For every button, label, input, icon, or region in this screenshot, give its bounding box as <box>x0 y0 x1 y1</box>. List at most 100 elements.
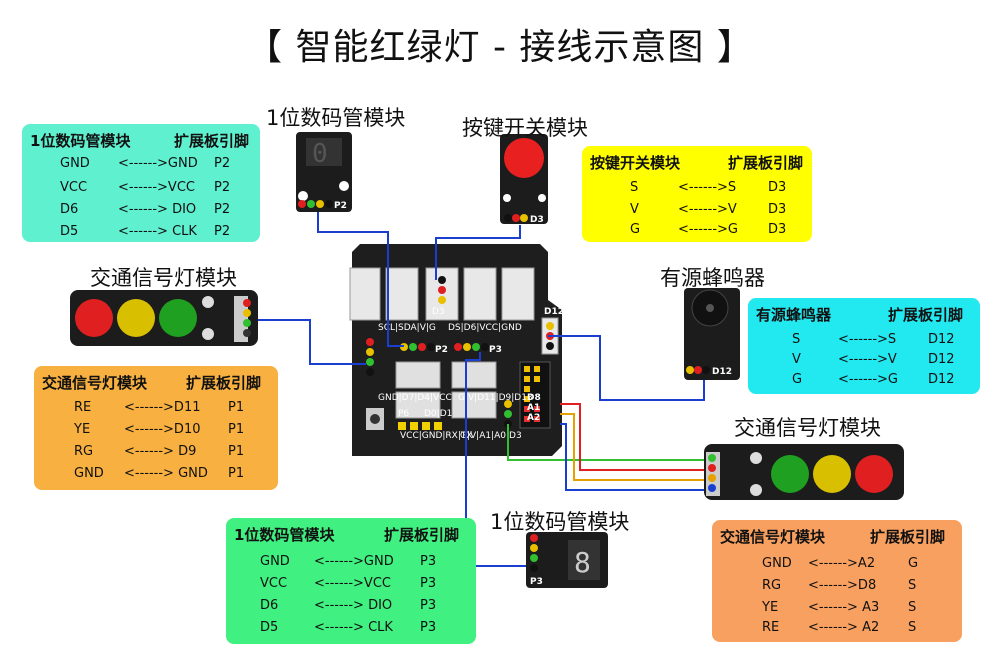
cell: P3 <box>420 598 437 613</box>
cell: GND <box>260 554 290 569</box>
cell: <------>V <box>678 202 737 217</box>
cell: P3 <box>420 554 437 569</box>
cell: <------> A2 <box>808 620 880 635</box>
cell: P1 <box>228 444 245 459</box>
cell: D6 <box>60 202 79 217</box>
cell: D12 <box>928 332 955 347</box>
cell: S <box>792 332 801 347</box>
svg-text:GND|D7|D4|VCC: GND|D7|D4|VCC <box>378 393 452 403</box>
traffic-light-left <box>70 290 258 346</box>
cell: D12 <box>928 352 955 367</box>
cell: S <box>630 180 639 195</box>
svg-text:SCL|SDA|V|G: SCL|SDA|V|G <box>378 323 436 333</box>
label-light-right: 交通信号灯模块 <box>734 416 881 440</box>
svg-text:P3: P3 <box>530 577 543 587</box>
svg-text:0: 0 <box>312 139 328 169</box>
svg-text:G|V|D11|D9|D13: G|V|D11|D9|D13 <box>458 393 533 403</box>
cell: D5 <box>260 620 279 635</box>
svg-text:D12: D12 <box>712 367 732 377</box>
cell: <------>D11 <box>124 400 201 415</box>
cell: P2 <box>214 180 231 195</box>
cell: <------>VCC <box>314 576 391 591</box>
cell: <------>D10 <box>124 422 201 437</box>
cell: GND <box>762 556 792 571</box>
cell: YE <box>74 422 91 437</box>
table-seg-bottom-header2: 扩展板引脚 <box>384 526 460 544</box>
cell: D5 <box>60 224 79 239</box>
seg-top-pin: P2 <box>334 201 347 211</box>
label-seg-top: 1位数码管模块 <box>266 106 406 130</box>
cell: GND <box>60 156 90 171</box>
cell: S <box>908 620 917 635</box>
cell: RE <box>74 400 92 415</box>
cell: <------> DIO <box>118 202 197 217</box>
cell: V <box>630 202 639 217</box>
table-button-header2: 扩展板引脚 <box>728 154 804 172</box>
cell: <------>V <box>838 352 897 367</box>
cell: P2 <box>214 224 231 239</box>
svg-text:D8: D8 <box>527 393 541 403</box>
cell: <------>GND <box>314 554 394 569</box>
buzzer-module: D12 <box>684 288 740 380</box>
cell: YE <box>762 600 779 615</box>
table-light-left-header2: 扩展板引脚 <box>186 374 262 392</box>
table-seg-top: 1位数码管模块 扩展板引脚 GND <------>GND P2 VCC <--… <box>22 124 260 242</box>
cell: D3 <box>768 180 787 195</box>
cell: VCC <box>260 576 288 591</box>
svg-text:P2: P2 <box>435 345 448 355</box>
cell: <------> GND <box>124 466 208 481</box>
cell: <------>G <box>678 222 739 237</box>
seg-module-bottom: 8 P3 <box>526 532 608 588</box>
cell: RE <box>762 620 780 635</box>
table-seg-bottom: 1位数码管模块 扩展板引脚 GND <------>GND P3 VCC <--… <box>226 518 476 644</box>
svg-text:P3: P3 <box>489 345 502 355</box>
label-light-left: 交通信号灯模块 <box>90 266 237 290</box>
table-seg-top-header2: 扩展板引脚 <box>174 132 250 150</box>
cell: V <box>792 352 801 367</box>
traffic-light-right <box>704 444 904 500</box>
cell: <------>A2 <box>808 556 876 571</box>
cell: <------> DIO <box>314 598 393 613</box>
table-button-header: 按键开关模块 <box>590 154 681 172</box>
cell: P2 <box>214 156 231 171</box>
table-button: 按键开关模块 扩展板引脚 S <------>S D3 V <------>V … <box>582 146 812 242</box>
cell: D3 <box>768 222 787 237</box>
cell: <------> CLK <box>118 224 197 239</box>
cell: <------> A3 <box>808 600 880 615</box>
cell: <------>S <box>838 332 897 347</box>
cell: D6 <box>260 598 279 613</box>
cell: <------> D9 <box>124 444 197 459</box>
table-seg-top-header: 1位数码管模块 <box>30 132 131 150</box>
page-title: 【 智能红绿灯 - 接线示意图 】 <box>246 27 754 68</box>
label-buzzer: 有源蜂鸣器 <box>660 266 765 290</box>
label-button: 按键开关模块 <box>462 116 588 140</box>
cell: P1 <box>228 400 245 415</box>
table-buzzer-header2: 扩展板引脚 <box>888 306 964 324</box>
cell: RG <box>762 578 782 593</box>
table-light-right-header2: 扩展板引脚 <box>870 528 946 546</box>
table-buzzer-header: 有源蜂鸣器 <box>756 306 832 324</box>
svg-text:D12: D12 <box>544 307 564 317</box>
seg-module-top: 0 P2 <box>296 132 352 212</box>
svg-text:A1: A1 <box>527 403 540 413</box>
svg-text:D3: D3 <box>530 215 544 225</box>
cell: G <box>792 372 803 387</box>
cell: <------>S <box>678 180 737 195</box>
board-port-d3: D3 <box>432 307 445 317</box>
cell: P1 <box>228 422 245 437</box>
cell: VCC <box>60 180 88 195</box>
svg-text:DS|D6|VCC|GND: DS|D6|VCC|GND <box>448 323 522 333</box>
svg-text:A2: A2 <box>527 413 540 423</box>
label-seg-bottom: 1位数码管模块 <box>490 510 630 534</box>
svg-text:P6: P6 <box>398 409 409 419</box>
cell: P2 <box>214 202 231 217</box>
svg-text:8: 8 <box>574 546 591 579</box>
expansion-board <box>349 244 562 456</box>
cell: <------>D8 <box>808 578 877 593</box>
cell: <------>G <box>838 372 899 387</box>
table-light-right-header: 交通信号灯模块 <box>720 528 826 546</box>
cell: D12 <box>928 372 955 387</box>
cell: P3 <box>420 620 437 635</box>
table-light-left-header: 交通信号灯模块 <box>42 374 148 392</box>
